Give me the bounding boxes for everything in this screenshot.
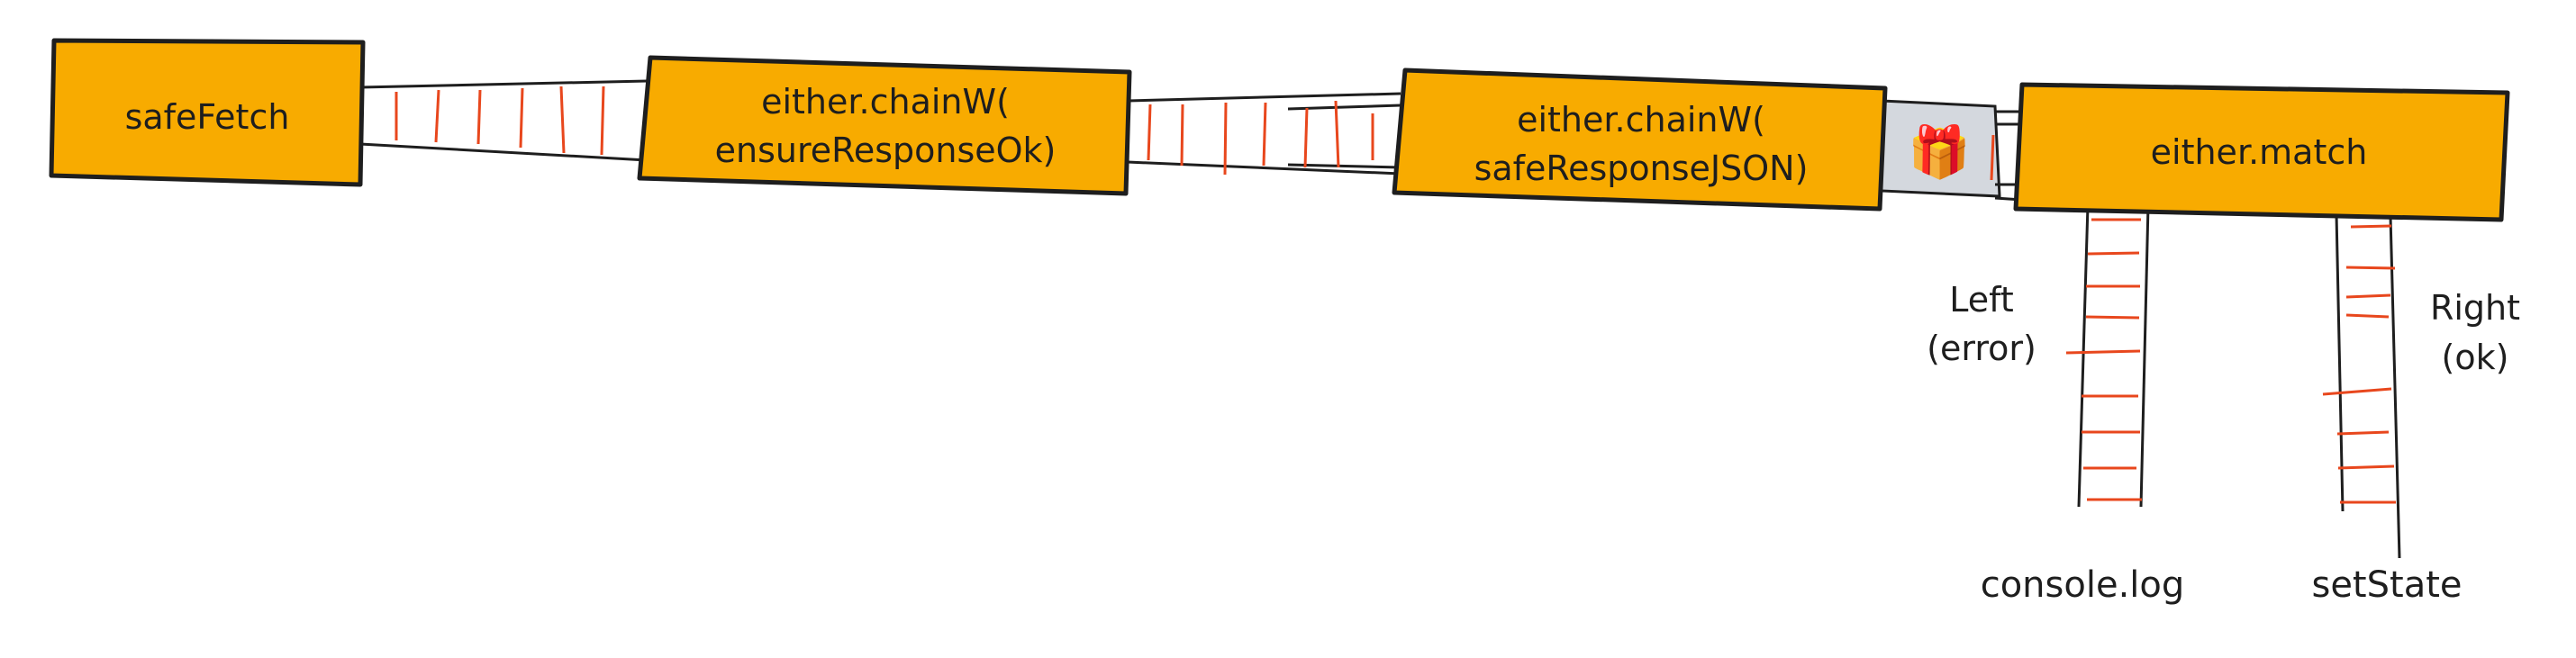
- branch-left-label-line1: Left: [1949, 280, 2014, 320]
- track-right-ok: [2322, 213, 2401, 559]
- node-safe-response-json: either.chainW( safeResponseJSON): [1392, 68, 1888, 212]
- track-left-error: [2065, 204, 2150, 508]
- gift-icon: 🎁: [1908, 123, 1971, 182]
- node-safe-response-json-line1: either.chainW(: [1517, 100, 1765, 140]
- pipe-ensure-to-json: [1127, 92, 1401, 176]
- node-either-match-label: either.match: [2151, 132, 2368, 172]
- branch-left-label-line2: (error): [1927, 329, 2036, 368]
- output-console-log: console.log: [1981, 564, 2185, 606]
- pipe-safefetch-to-ensure: [359, 79, 648, 162]
- output-set-state: setState: [2311, 564, 2462, 606]
- node-ensure-response-ok-line1: either.chainW(: [761, 82, 1010, 122]
- node-either-match: either.match: [2013, 82, 2510, 222]
- node-safe-response-json-line2: safeResponseJSON): [1474, 149, 1809, 188]
- node-ensure-response-ok: either.chainW( ensureResponseOk): [637, 55, 1132, 196]
- node-ensure-response-ok-line2: ensureResponseOk): [715, 131, 1057, 170]
- branch-right-label-line2: (ok): [2442, 338, 2509, 377]
- node-safe-fetch: safeFetch: [49, 38, 366, 187]
- node-safe-fetch-label: safeFetch: [125, 97, 290, 137]
- branch-right-label-line1: Right: [2430, 288, 2520, 328]
